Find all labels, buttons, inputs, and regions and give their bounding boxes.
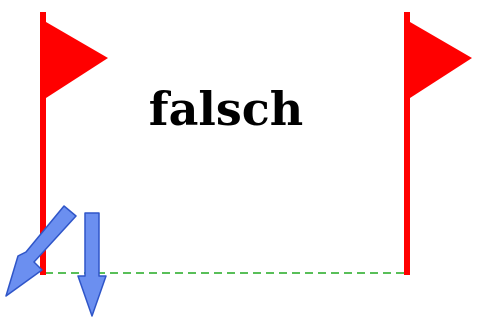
right-flag-pennant <box>410 22 472 98</box>
arrow-diagonal-icon <box>5 205 77 297</box>
right-flag-icon <box>404 12 472 275</box>
left-flag-pennant <box>46 22 108 98</box>
right-flag-pole <box>404 12 410 275</box>
left-flag-pole <box>40 12 46 275</box>
diagram-label: falsch <box>148 82 304 136</box>
left-flag-icon <box>40 12 108 275</box>
arrow-down-icon <box>77 212 107 317</box>
